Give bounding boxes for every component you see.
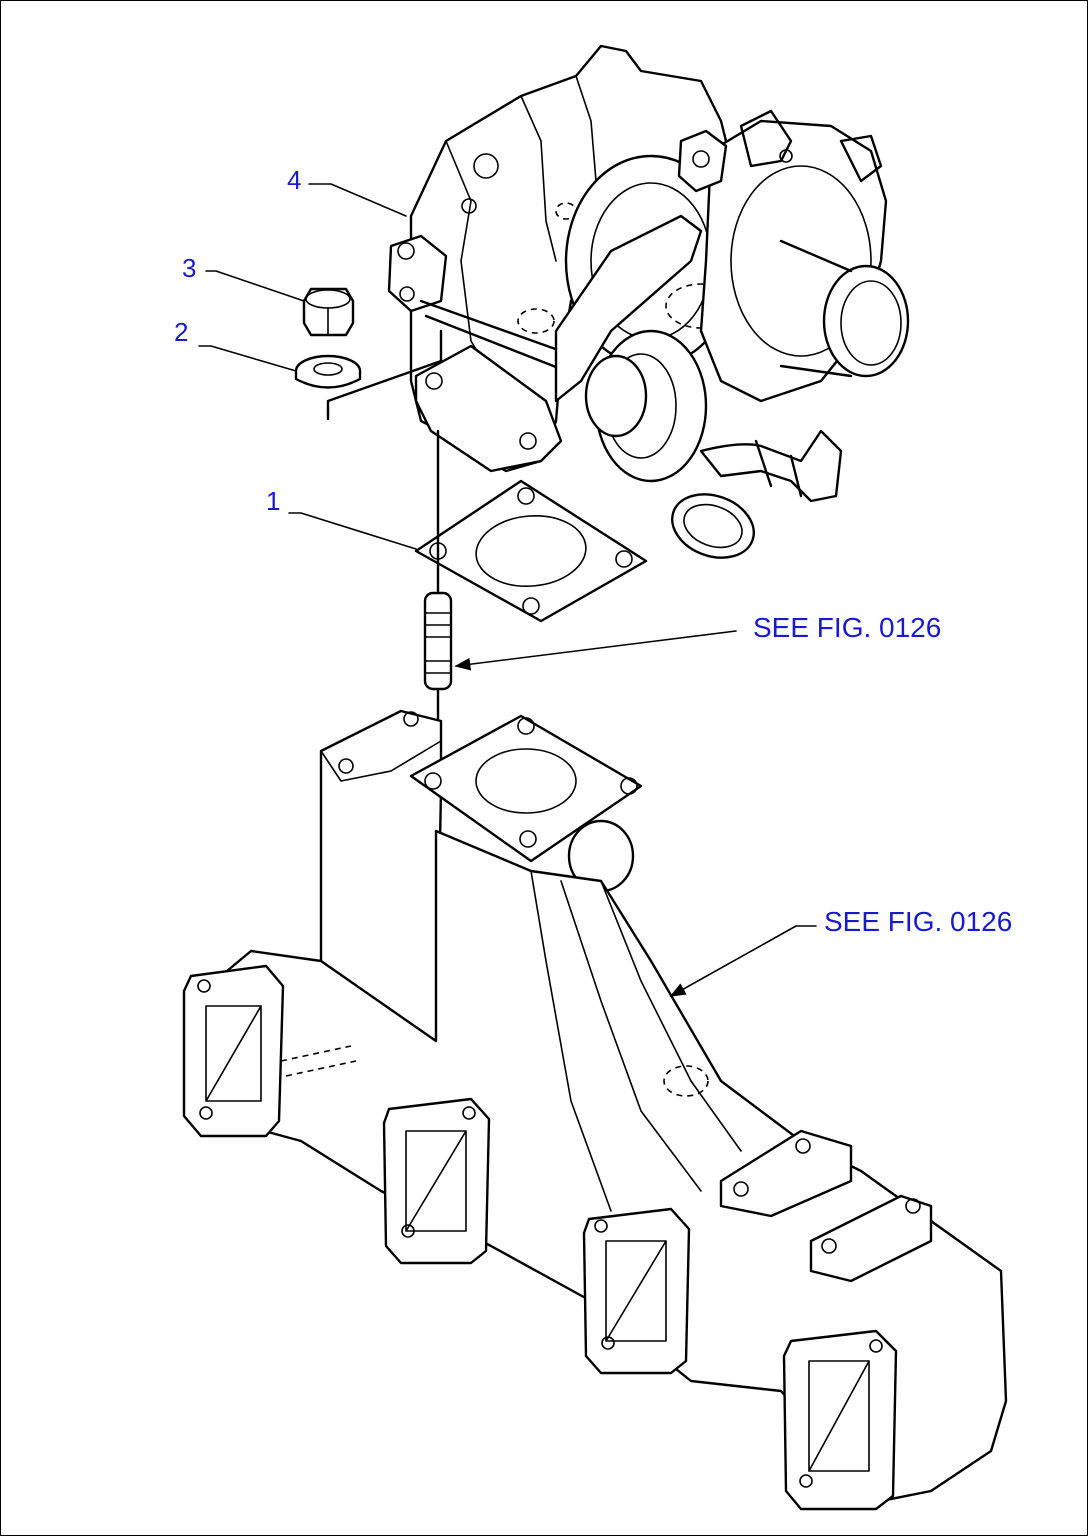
stud (423, 591, 453, 691)
callout-4[interactable]: 4 (287, 165, 302, 195)
leader-line-4 (308, 183, 407, 217)
nut (302, 287, 355, 337)
leader-line-1 (288, 512, 417, 550)
see-fig-reference-manifold[interactable]: SEE FIG. 0126 (824, 906, 1013, 937)
washer (294, 354, 362, 389)
leader-line-3 (205, 270, 305, 302)
reference-arrow-stud (454, 630, 737, 671)
callout-3[interactable]: 3 (182, 253, 197, 283)
callout-2[interactable]: 2 (174, 317, 189, 347)
callout-1[interactable]: 1 (266, 486, 281, 516)
washer-bracket-line (326, 329, 443, 421)
see-fig-reference-stud[interactable]: SEE FIG. 0126 (753, 612, 942, 643)
leader-line-2 (198, 345, 297, 372)
exhaust-manifold (182, 709, 1008, 1511)
turbocharger (387, 44, 910, 559)
reference-arrow-manifold (669, 925, 817, 997)
